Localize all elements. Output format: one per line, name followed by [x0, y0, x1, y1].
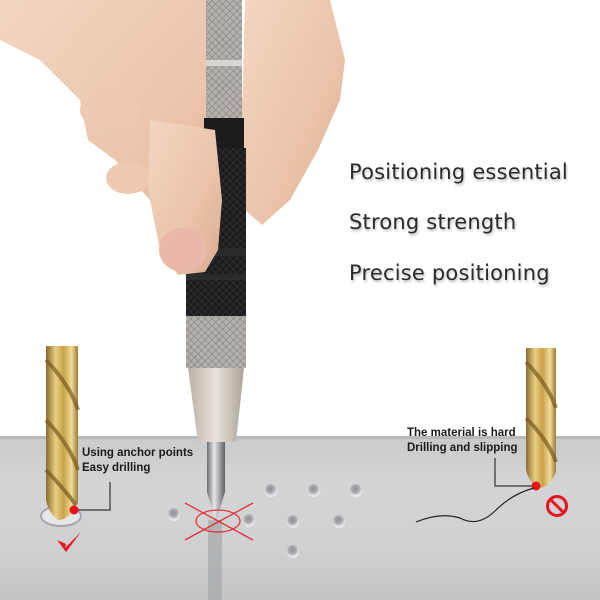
callout-left-line2: Easy drilling	[82, 462, 151, 474]
prohibited-icon	[546, 495, 568, 517]
callout-left: Using anchor points Easy drilling	[82, 446, 193, 476]
headline-strong-strength: Strong strength	[349, 210, 517, 234]
metal-plate	[0, 436, 600, 600]
punch-dimple	[287, 545, 299, 557]
callout-right: The material is hard Drilling and slippi…	[407, 426, 518, 456]
headline-precise-positioning: Precise positioning	[349, 261, 550, 285]
headline-positioning-essential: Positioning essential	[349, 160, 568, 184]
checkmark-icon	[57, 532, 81, 552]
callout-right-line2: Drilling and slipping	[407, 442, 518, 454]
punch-dimple	[287, 515, 299, 527]
punch-dimple	[333, 515, 345, 527]
callout-left-line1: Using anchor points	[82, 447, 194, 459]
drill-bit-right	[524, 348, 558, 488]
punch-dimple	[265, 484, 277, 496]
plate-edge	[0, 436, 600, 439]
callout-right-line1: The material is hard	[407, 427, 516, 439]
punch-dimple	[243, 514, 255, 526]
punch-dimple	[168, 508, 180, 520]
punch-dimple	[308, 484, 320, 496]
punch-dimple	[350, 484, 362, 496]
x-cross-target-icon	[184, 502, 254, 541]
drill-bit-left	[40, 346, 82, 527]
